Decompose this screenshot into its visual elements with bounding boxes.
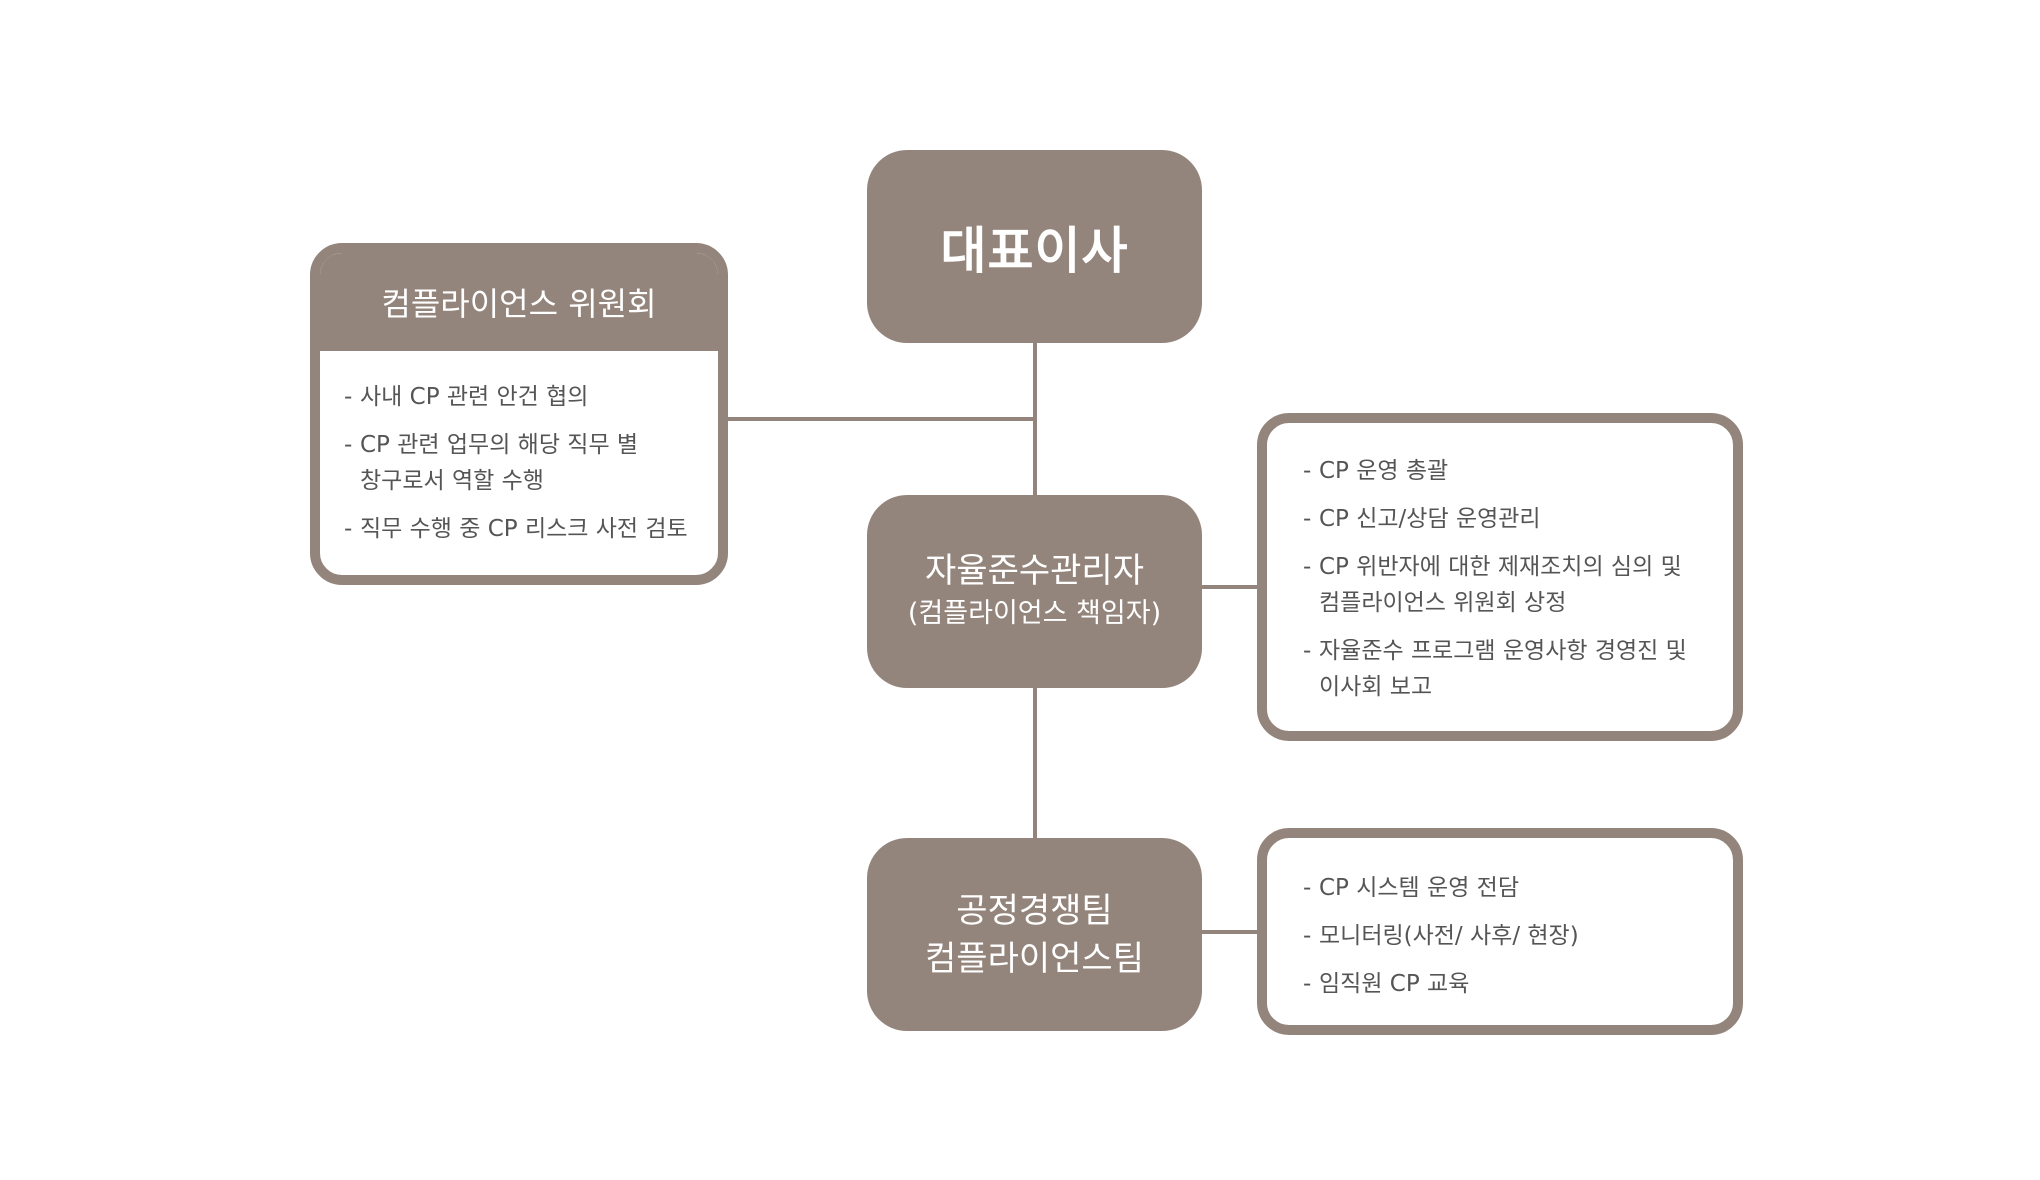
ceo-label: 대표이사 <box>940 221 1129 280</box>
compliance-officer-label: 자율준수관리자 <box>925 550 1144 591</box>
team-duty-item: 임직원 CP 교육 <box>1303 966 1733 1002</box>
compliance-officer-duty-panel: CP 운영 총괄 CP 신고/상담 운영관리 CP 위반자에 대한 제재조치의 심의… <box>1257 413 1743 741</box>
compliance-team-node: 공정경쟁팀 컴플라이언스팀 <box>867 838 1202 1031</box>
ceo-node: 대표이사 <box>867 150 1202 343</box>
connector-officer-to-duties <box>1200 585 1260 589</box>
committee-duty-item: 사내 CP 관련 안건 협의 <box>344 379 718 415</box>
officer-duty-line: CP 신고/상담 운영관리 <box>1319 506 1541 532</box>
team-duty-item: CP 시스템 운영 전담 <box>1303 870 1733 906</box>
committee-duty-line: CP 관련 업무의 해당 직무 별 <box>360 432 639 458</box>
connector-officer-to-team <box>1033 685 1037 840</box>
connector-team-to-duties <box>1200 930 1260 934</box>
officer-duty-item: CP 신고/상담 운영관리 <box>1303 501 1733 537</box>
compliance-committee-title: 컴플라이언스 위원회 <box>320 253 718 351</box>
connector-committee-to-spine <box>725 417 1035 421</box>
compliance-officer-node: 자율준수관리자 (컴플라이언스 책임자) <box>867 495 1202 688</box>
committee-duty-line: 창구로서 역할 수행 <box>360 468 544 494</box>
officer-duty-line: 이사회 보고 <box>1319 674 1433 700</box>
officer-duty-line: CP 운영 총괄 <box>1319 458 1449 484</box>
connector-ceo-to-officer <box>1033 340 1037 497</box>
compliance-officer-sublabel: (컴플라이언스 책임자) <box>907 597 1162 629</box>
compliance-team-duty-panel: CP 시스템 운영 전담모니터링(사전/ 사후/ 현장) 임직원 CP 교육 <box>1257 828 1743 1035</box>
officer-duty-item: CP 운영 총괄 <box>1303 453 1733 489</box>
compliance-committee-panel: 컴플라이언스 위원회 사내 CP 관련 안건 협의 CP 관련 업무의 해당 직무… <box>310 243 728 585</box>
team-duty-item: 모니터링(사전/ 사후/ 현장) <box>1303 918 1733 954</box>
committee-duty-item: 직무 수행 중 CP 리스크 사전 검토 <box>344 511 718 547</box>
committee-duty-line: 사내 CP 관련 안건 협의 <box>360 384 589 410</box>
officer-duty-line: 자율준수 프로그램 운영사항 경영진 및 <box>1319 638 1687 664</box>
compliance-officer-duty-list: CP 운영 총괄 CP 신고/상담 운영관리 CP 위반자에 대한 제재조치의 심의… <box>1267 423 1733 705</box>
compliance-team-label-line2: 컴플라이언스팀 <box>925 938 1144 979</box>
team-duty-line: CP 시스템 운영 전담 <box>1319 875 1519 901</box>
team-duty-line: 모니터링(사전/ 사후/ 현장) <box>1319 923 1579 949</box>
compliance-team-duty-list: CP 시스템 운영 전담모니터링(사전/ 사후/ 현장) 임직원 CP 교육 <box>1267 838 1733 1002</box>
officer-duty-line: CP 위반자에 대한 제재조치의 심의 및 <box>1319 554 1682 580</box>
officer-duty-line: 컴플라이언스 위원회 상정 <box>1319 590 1567 616</box>
team-duty-line: 임직원 CP 교육 <box>1319 971 1470 997</box>
compliance-team-label-line1: 공정경쟁팀 <box>956 890 1113 931</box>
committee-duty-line: 직무 수행 중 CP 리스크 사전 검토 <box>360 516 688 542</box>
